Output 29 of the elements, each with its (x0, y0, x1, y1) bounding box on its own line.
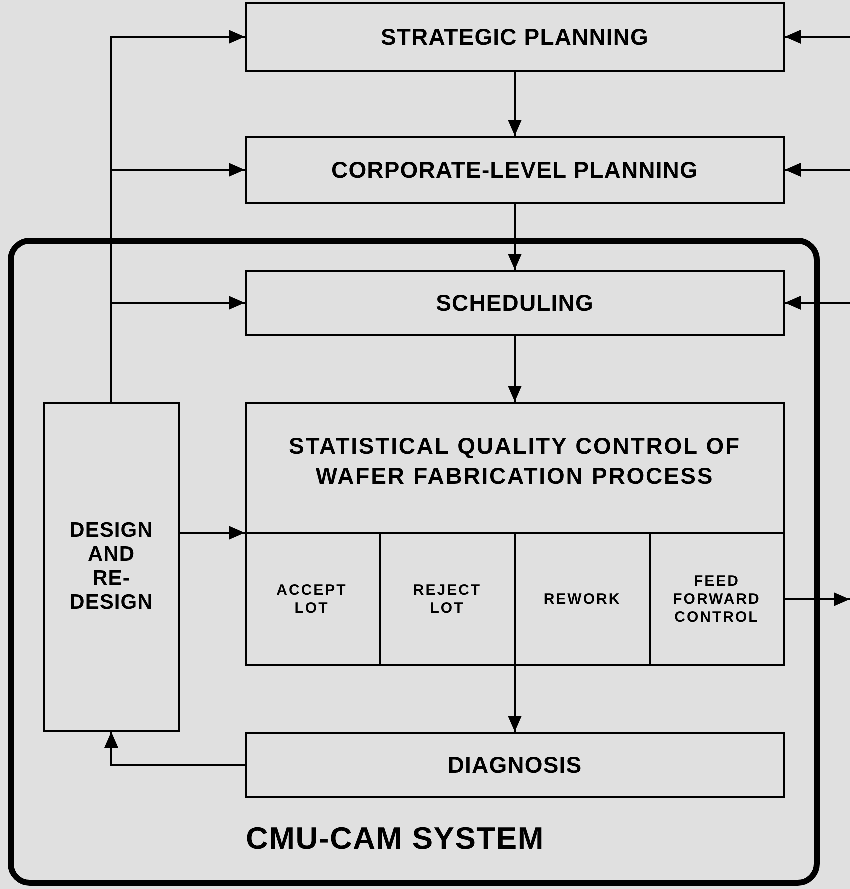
system-boundary (8, 238, 820, 886)
process-box (43, 402, 180, 732)
node-label: DIAGNOSIS (448, 750, 582, 780)
arrow (508, 72, 522, 136)
process-box (245, 732, 785, 798)
process-box (245, 270, 785, 336)
node-label: STRATEGIC PLANNING (380, 22, 650, 52)
arrow (785, 30, 850, 44)
arrow (785, 296, 850, 310)
arrow (785, 592, 850, 606)
arrow (508, 336, 522, 402)
node-label: STATISTICAL QUALITY CONTROL OF WAFER FABRICATION PROCESS (288, 432, 742, 491)
process-box (245, 402, 785, 666)
arrow (104, 732, 245, 766)
node-label: CORPORATE-LEVEL PLANNING (332, 156, 698, 185)
process-box (245, 2, 785, 72)
arrow (508, 666, 522, 732)
node-label: CMU-CAM SYSTEM (246, 820, 544, 858)
arrow (110, 296, 245, 402)
node-label: REWORK (544, 590, 622, 608)
node-label: FEED FORWARD CONTROL (673, 572, 761, 626)
node-label: SCHEDULING (436, 288, 594, 318)
node-label: REJECT LOT (413, 582, 482, 618)
node-label: ACCEPT LOT (276, 582, 348, 618)
arrow (508, 204, 522, 270)
arrow (785, 163, 850, 177)
process-box (245, 136, 785, 204)
arrow (180, 526, 245, 540)
node-label: DESIGN AND RE-DESIGN (70, 518, 154, 616)
